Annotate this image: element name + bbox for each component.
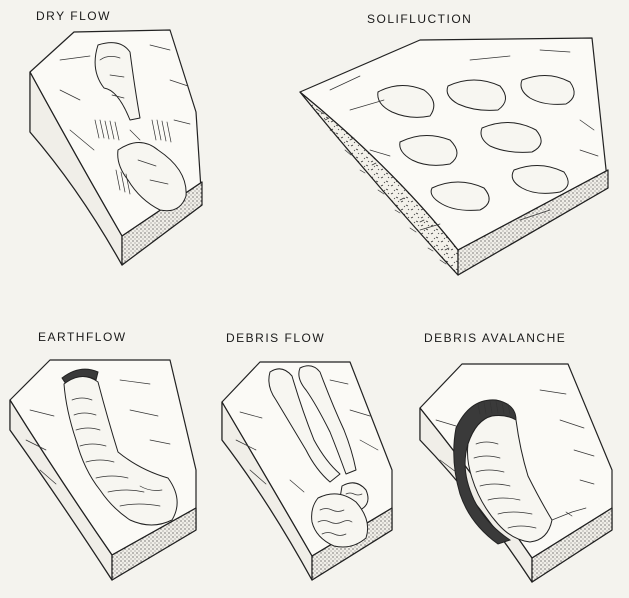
debris-flow-block: [222, 362, 392, 580]
solifluction-block: [300, 38, 608, 275]
earthflow-block: [10, 360, 196, 580]
dry-flow-block: [30, 30, 202, 265]
debris-avalanche-block: [420, 364, 612, 582]
